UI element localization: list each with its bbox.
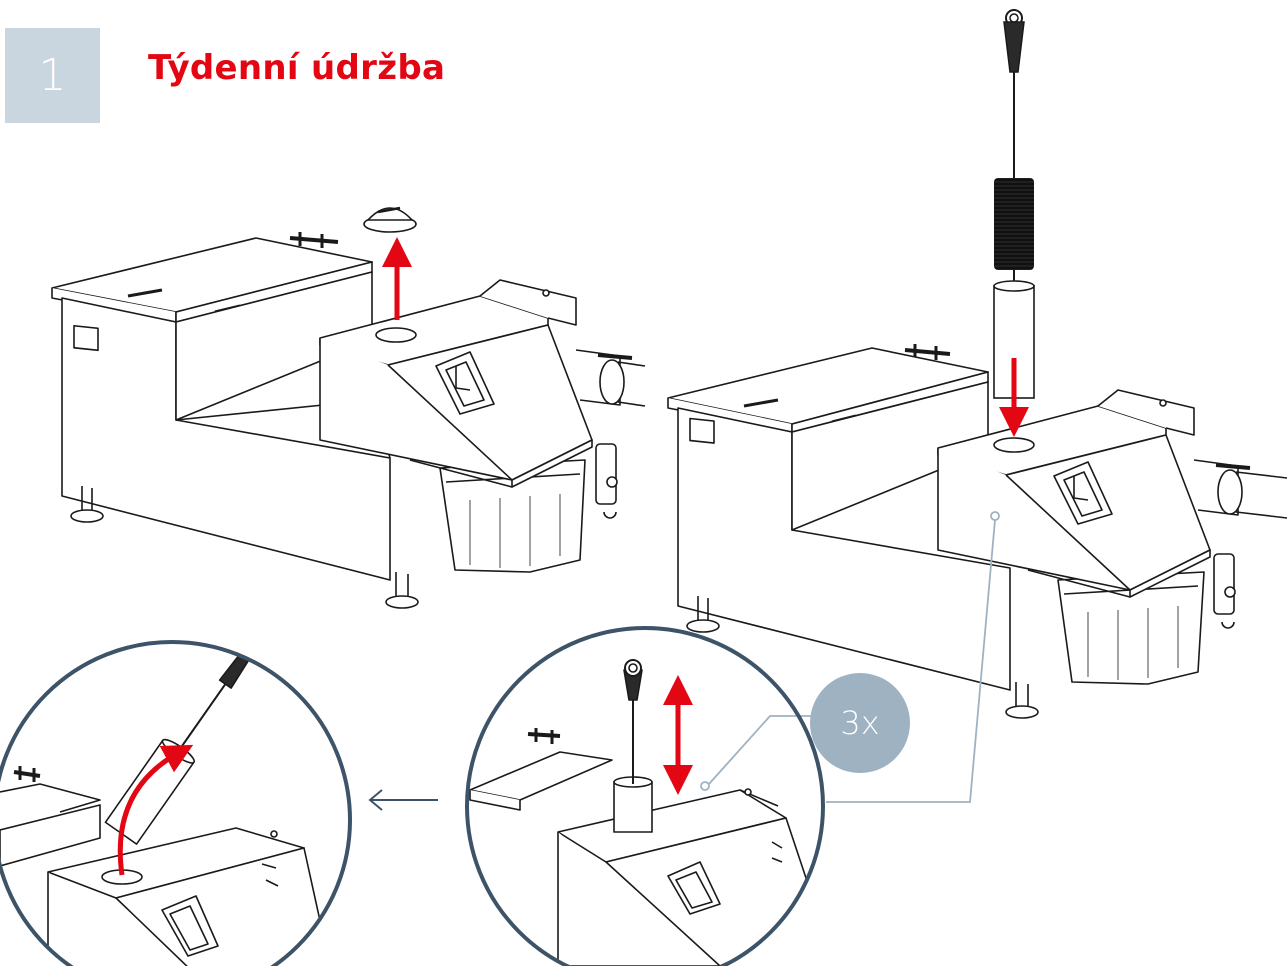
repeat-count-label: 3x: [840, 704, 880, 742]
machine-right: [667, 344, 1287, 719]
step-number-box: 1: [5, 28, 100, 123]
curved-arrow-icon: [117, 744, 194, 876]
detail-circle-brushing: [465, 626, 825, 966]
cap-icon: [363, 206, 417, 233]
detail-circle-removing: [0, 640, 352, 966]
step-number: 1: [38, 50, 67, 101]
arrow-left-icon: [368, 789, 438, 811]
page-title: Týdenní údržba: [148, 48, 446, 88]
brush-icon: [994, 9, 1034, 286]
machine-left: [51, 232, 646, 609]
tube-icon: [993, 280, 1035, 399]
repeat-count-badge: 3x: [810, 673, 910, 773]
